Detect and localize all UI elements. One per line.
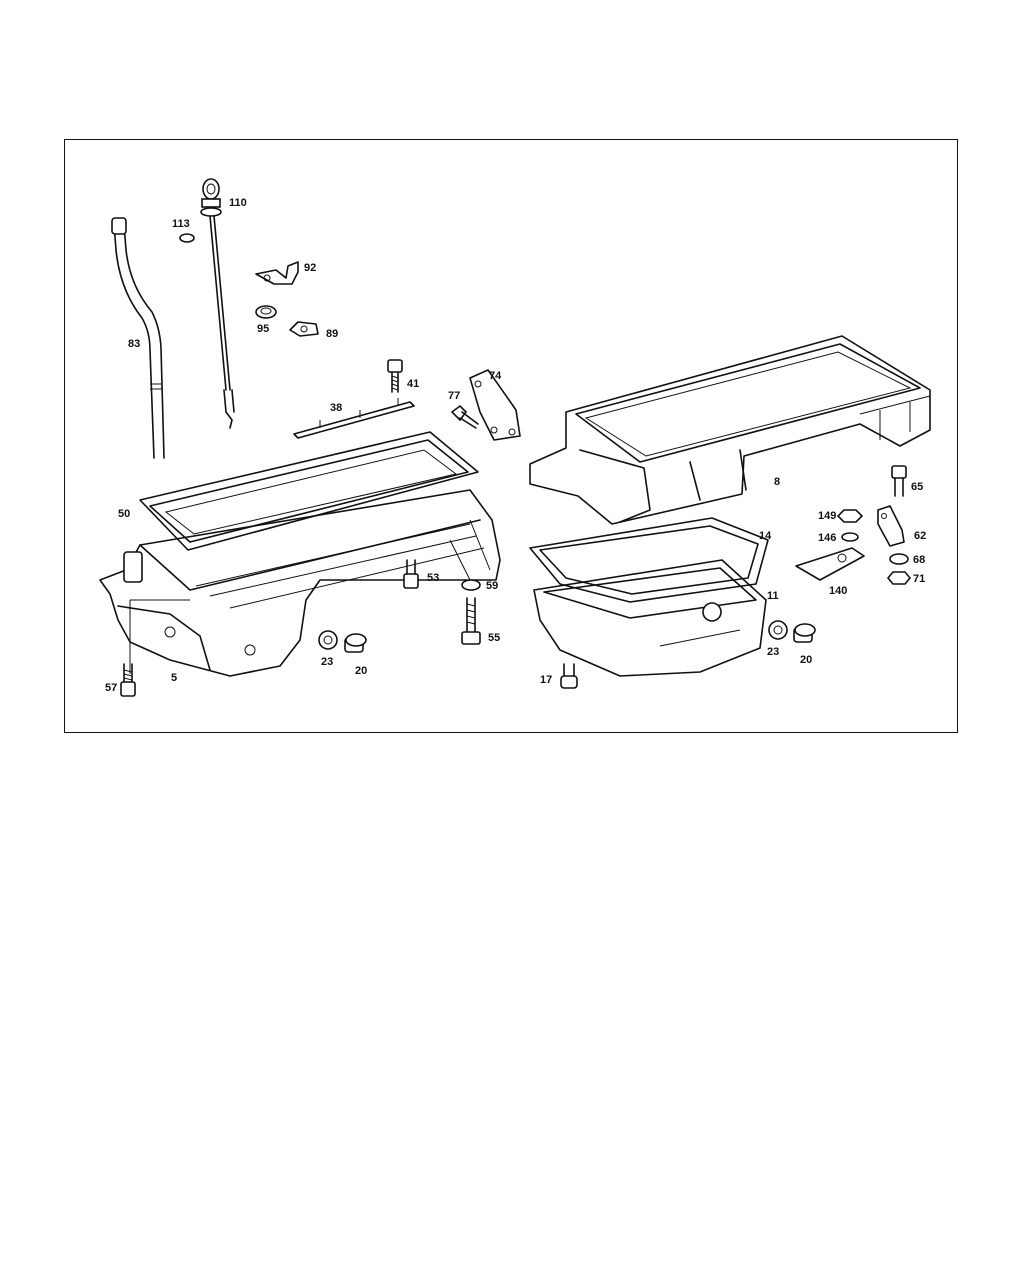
callout-71: 71 xyxy=(913,573,925,585)
callout-95: 95 xyxy=(257,323,269,335)
bolt-77 xyxy=(450,404,479,429)
seal-ring-23-right xyxy=(768,620,788,640)
stud-57 xyxy=(120,663,136,697)
callout-38: 38 xyxy=(330,402,342,414)
callout-74: 74 xyxy=(489,370,502,382)
callout-23-right: 23 xyxy=(767,646,779,658)
oil-pan-lower-11 xyxy=(533,559,767,677)
dipstick-guide-tube xyxy=(111,217,165,459)
seal-ring-113 xyxy=(179,233,195,243)
bolt-55 xyxy=(461,597,481,645)
callout-55: 55 xyxy=(488,632,500,644)
baffle-strip-38 xyxy=(293,398,415,439)
callout-92: 92 xyxy=(304,262,316,274)
callout-23-left: 23 xyxy=(321,656,333,668)
callout-11: 11 xyxy=(767,590,779,602)
callout-68: 68 xyxy=(913,554,925,566)
nut-149 xyxy=(836,509,864,523)
grommet-95 xyxy=(255,305,277,319)
callout-57: 57 xyxy=(105,682,117,694)
callout-5: 5 xyxy=(171,672,177,684)
bracket-140 xyxy=(795,547,865,581)
callout-83: 83 xyxy=(128,338,140,350)
dipstick xyxy=(200,178,235,429)
callout-146: 146 xyxy=(818,532,836,544)
callout-65: 65 xyxy=(911,481,923,493)
callout-14: 14 xyxy=(759,530,772,542)
nut-71 xyxy=(886,571,912,585)
drain-plug-20-right xyxy=(793,623,816,643)
bolt-41 xyxy=(387,359,403,393)
callout-89: 89 xyxy=(326,328,338,340)
callout-8: 8 xyxy=(774,476,780,488)
diagram-frame xyxy=(64,139,958,733)
callout-140: 140 xyxy=(829,585,847,597)
oil-pan-upper-5 xyxy=(99,489,501,677)
plug-17 xyxy=(560,663,578,689)
bolt-65 xyxy=(891,465,907,497)
callout-110: 110 xyxy=(229,197,247,209)
bracket-62 xyxy=(877,505,905,547)
gasket-50 xyxy=(139,431,479,551)
callout-149: 149 xyxy=(818,510,836,522)
drain-plug-20-left xyxy=(344,633,367,653)
seal-ring-23-left xyxy=(318,630,338,650)
callout-113: 113 xyxy=(172,218,190,230)
oil-pan-upper-8 xyxy=(529,335,931,525)
bracket-74 xyxy=(469,369,521,441)
washer-68 xyxy=(889,553,909,565)
washer-59 xyxy=(461,579,481,591)
callout-59: 59 xyxy=(486,580,498,592)
clip-92 xyxy=(255,261,299,285)
washer-146 xyxy=(841,532,859,542)
leader-lines xyxy=(129,599,190,674)
callout-41: 41 xyxy=(407,378,419,390)
callout-50: 50 xyxy=(118,508,130,520)
callout-labels: 110 113 92 95 89 83 41 74 77 38 50 53 59… xyxy=(105,197,926,694)
callout-20-left: 20 xyxy=(355,665,367,677)
gasket-14 xyxy=(529,517,769,603)
bolt-53 xyxy=(403,559,419,589)
callout-53: 53 xyxy=(427,572,439,584)
callout-62: 62 xyxy=(914,530,926,542)
callout-17: 17 xyxy=(540,674,552,686)
callout-77: 77 xyxy=(448,390,460,402)
clip-89 xyxy=(289,321,319,337)
callout-20-right: 20 xyxy=(800,654,812,666)
